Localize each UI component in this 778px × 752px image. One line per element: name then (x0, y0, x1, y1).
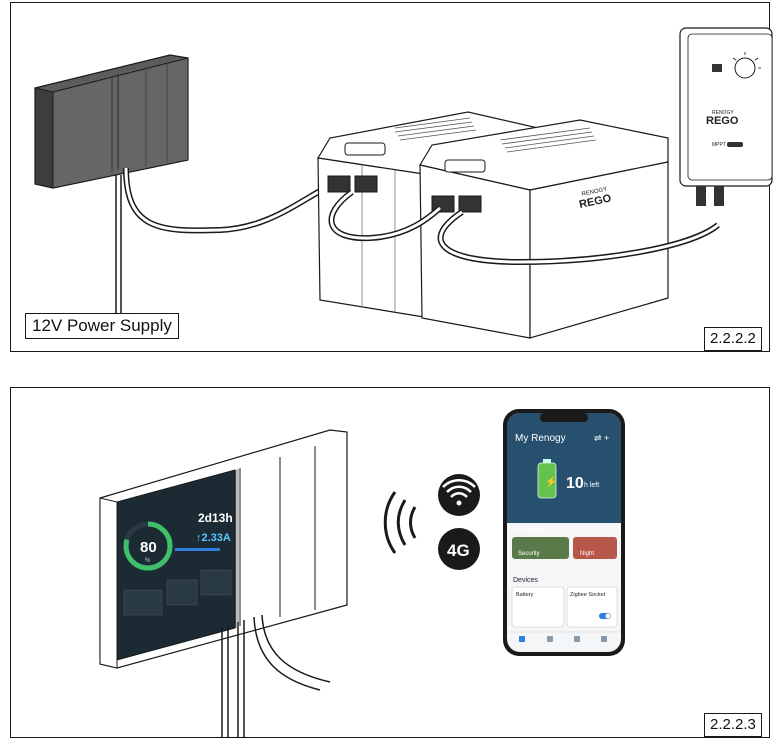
phone-menu-icon[interactable]: ⇌ + (594, 433, 609, 443)
device-card-battery[interactable] (511, 586, 565, 628)
current-value: ↑2.33A (196, 532, 231, 544)
wifi-icon (438, 474, 480, 516)
card-security-label: Security (518, 551, 540, 557)
phone-hours-unit: h left (584, 482, 599, 489)
controller-brand-text: RENOGY (712, 110, 734, 116)
display-cables (221, 614, 331, 737)
wireless-signal-icon (383, 491, 417, 554)
controller-tag-text: MPPT (712, 142, 726, 148)
controller-model-text: REGO (706, 115, 739, 127)
time-left-value: 2d13h (198, 511, 233, 525)
wall-display-3d: 80 % 2d13h ↑2.33A (99, 429, 348, 669)
4g-label: 4G (447, 541, 470, 560)
supply-label: 12V Power Supply (25, 313, 179, 339)
device-battery-label: Battery (516, 592, 534, 598)
soc-value: 80 (140, 539, 157, 556)
charge-controller: RENOGY REGO MPPT (679, 27, 773, 206)
4g-icon: 4G (438, 528, 480, 570)
phone-section-commonly: Commonly (513, 527, 547, 534)
soc-unit: % (145, 558, 151, 564)
phone-section-devices: Devices (513, 577, 538, 584)
figure-label-top: 2.2.2.2 (704, 327, 762, 351)
phone-hours-value: 10 (566, 475, 584, 492)
svg-text:⚡: ⚡ (545, 475, 557, 488)
figure-label-bottom: 2.2.2.3 (704, 713, 762, 737)
card-security[interactable] (512, 537, 569, 559)
figure-panel-bottom (10, 387, 770, 738)
card-night[interactable] (573, 537, 617, 559)
phone-tab-bar[interactable] (519, 636, 607, 642)
battery-unit-2: RENOGY REGO (419, 119, 669, 339)
device-socket-label: Zigbee Socket (570, 592, 606, 598)
phone-app-title: My Renogy (515, 433, 566, 444)
soc-ring-gauge (123, 521, 173, 571)
card-night-label: Night (580, 551, 594, 557)
wall-display-unit (34, 54, 189, 189)
battery-brand-text: RENOGY (581, 187, 608, 198)
smartphone: My Renogy ⇌ + ⚡ 10 h left Commonly Secur… (503, 409, 625, 656)
